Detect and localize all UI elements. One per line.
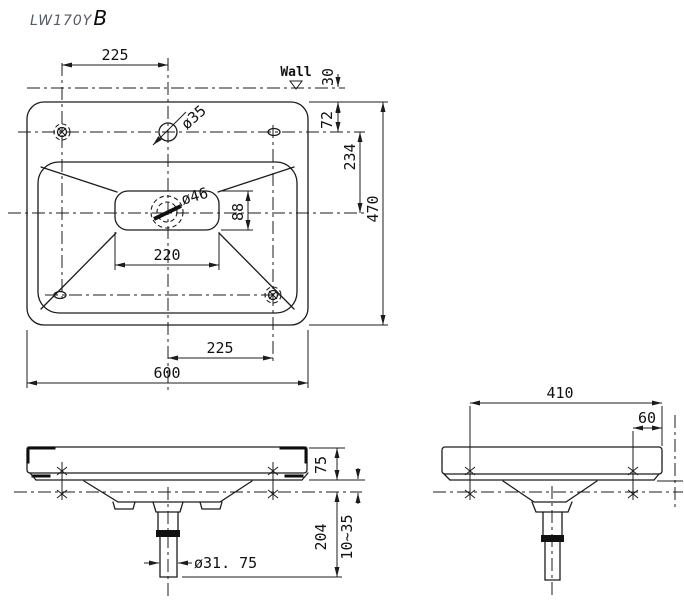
drain-flange bbox=[531, 501, 573, 513]
drain-flange bbox=[152, 501, 184, 513]
coupling-nut bbox=[156, 530, 180, 537]
wall-triangle-icon bbox=[289, 80, 303, 90]
dim-label: 30 bbox=[319, 68, 337, 86]
dim-center-to-right-hole: 225 bbox=[168, 339, 273, 361]
top-view: Wall 225 30 72 234 bbox=[8, 46, 388, 390]
dim-front-bolt-to-rear: 410 bbox=[469, 384, 663, 464]
model-code: LW170Y bbox=[30, 13, 93, 29]
body-outline bbox=[441, 446, 663, 475]
body-outline bbox=[26, 446, 308, 474]
drain-assembly-side bbox=[531, 501, 573, 581]
diagonal-top-right bbox=[217, 166, 295, 193]
dim-rear-bolt-to-rear: 60 bbox=[632, 409, 662, 464]
dim-recess-depth: 88 bbox=[221, 190, 253, 231]
drain-assembly-front bbox=[152, 501, 184, 578]
bottom-flange bbox=[443, 473, 683, 482]
top-view-centerlines bbox=[8, 58, 365, 390]
hole-circle bbox=[56, 126, 68, 138]
overflow-recess bbox=[114, 190, 220, 231]
hanger-bolt-left bbox=[56, 462, 68, 500]
bottom-flange bbox=[29, 472, 309, 481]
dim-faucet-to-drain: 234 bbox=[341, 132, 363, 213]
diagonal-bottom-right bbox=[218, 232, 295, 310]
dim-label: 410 bbox=[546, 384, 573, 402]
mount-hole-top-right bbox=[267, 127, 281, 137]
drain-plug-lever bbox=[153, 204, 182, 221]
drain-hole-inner-circle bbox=[156, 201, 178, 223]
faucet-hole-dia-label: ø35 bbox=[178, 102, 210, 134]
dim-wall-to-rim: 30 bbox=[319, 68, 341, 116]
dim-label: 72 bbox=[318, 111, 336, 129]
hole-dashed-circle bbox=[264, 286, 282, 304]
dim-label: 10~35 bbox=[338, 514, 356, 559]
dim-label: ø31. 75 bbox=[194, 554, 257, 572]
basin-slope-diagonals bbox=[40, 166, 295, 310]
hanger-bolt-rear bbox=[627, 462, 639, 500]
hanger-bolt-right bbox=[267, 462, 279, 500]
mount-hole-top-left bbox=[53, 123, 71, 141]
dim-label: 470 bbox=[364, 195, 382, 222]
dim-tailpipe-dia: ø31. 75 bbox=[144, 554, 257, 572]
bolt-cross-marks bbox=[464, 466, 476, 499]
page-title: LW170YB bbox=[30, 6, 107, 30]
dim-rim-thickness: 75 bbox=[309, 447, 365, 481]
hole-cross bbox=[57, 127, 67, 137]
bolt-cross-marks bbox=[267, 466, 279, 499]
diagonal-top-left bbox=[40, 166, 118, 193]
wall-label: Wall bbox=[280, 65, 311, 80]
basin-inner-rim bbox=[37, 161, 298, 314]
flange-end bbox=[443, 473, 451, 481]
flange-end bbox=[29, 472, 37, 481]
coupling-nut bbox=[541, 535, 564, 542]
dim-label: 88 bbox=[229, 203, 247, 221]
faucet-hole bbox=[158, 122, 178, 142]
dim-label: 75 bbox=[312, 456, 330, 474]
dim-drain-drop: 204 bbox=[182, 492, 342, 578]
dim-label: 220 bbox=[153, 246, 180, 264]
dim-overall-width: 600 bbox=[26, 330, 309, 388]
dim-hanger-adjust: 10~35 bbox=[338, 468, 361, 560]
mount-hole-bottom-left bbox=[53, 290, 67, 300]
faucet-leader-line bbox=[152, 111, 187, 146]
rim-thick-edges bbox=[26, 446, 308, 478]
model-variant: B bbox=[93, 6, 108, 30]
bolt-cross-marks bbox=[627, 466, 639, 499]
side-view: 410 60 bbox=[433, 384, 683, 599]
front-view: 75 10~35 204 ø31. 75 bbox=[14, 446, 365, 597]
bowl-underside bbox=[502, 480, 598, 503]
fixing-clip-left bbox=[112, 501, 136, 510]
hole-circle bbox=[267, 289, 279, 301]
diagonal-bottom-left bbox=[40, 232, 117, 310]
hole-cross bbox=[268, 290, 278, 300]
flange-end bbox=[301, 472, 309, 481]
dim-recess-width: 220 bbox=[114, 232, 220, 270]
dim-overall-depth: 470 bbox=[309, 101, 388, 326]
bowl-underside bbox=[83, 480, 253, 503]
hole-dashed-circle bbox=[53, 123, 71, 141]
dim-rim-to-faucet: 72 bbox=[318, 102, 341, 132]
flange-end bbox=[653, 473, 660, 481]
hanger-bolt-front bbox=[464, 462, 476, 500]
dim-left-hole-to-center: 225 bbox=[62, 46, 168, 68]
mount-hole-bottom-right bbox=[264, 286, 282, 304]
basin-outer-rim bbox=[26, 101, 309, 326]
dim-label: 600 bbox=[153, 364, 180, 382]
drain-hole-outer-circle bbox=[150, 195, 184, 229]
dim-label: 204 bbox=[312, 523, 330, 550]
drain-hole-dia-label: ø46 bbox=[179, 184, 210, 209]
fixing-clip-right bbox=[199, 501, 223, 510]
dim-label: 225 bbox=[101, 46, 128, 64]
bolt-cross-marks bbox=[56, 466, 68, 499]
dim-label: 225 bbox=[206, 339, 233, 357]
dim-label: 234 bbox=[341, 143, 359, 170]
wall-marker: Wall bbox=[280, 65, 312, 90]
dim-label: 60 bbox=[638, 409, 656, 427]
